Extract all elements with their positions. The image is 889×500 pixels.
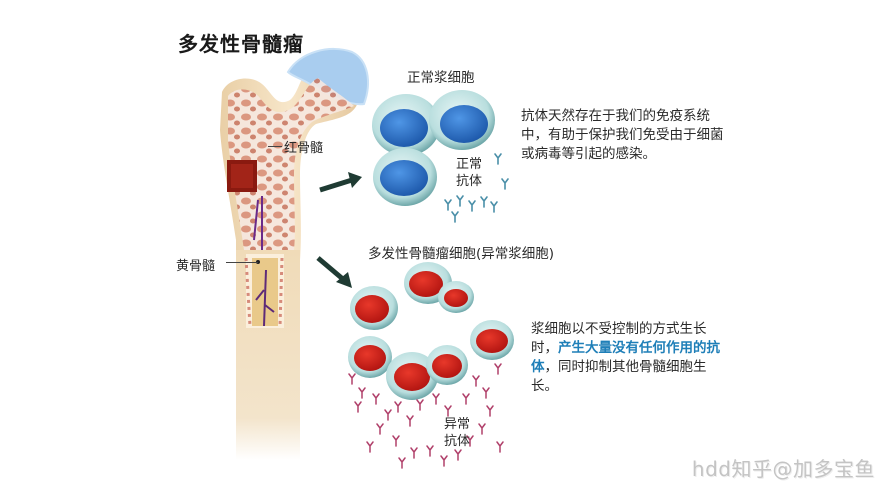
normal-antibody-label: 正常 抗体 [456,156,482,190]
abnormal-description-highlight: 产生大量没有任何作用的抗体 [531,340,720,375]
watermark: hdd知乎@加多宝鱼 [691,457,875,481]
abnormal-cells-heading: 多发性骨髓瘤细胞(异常浆细胞) [368,246,555,262]
normal-description: 抗体天然存在于我们的免疫系统中，有助于保护我们免受由于细菌或病毒等引起的感染。 [521,108,724,162]
abnormal-description: 浆细胞以不受控制的方式生长时，产生大量没有任何作用的抗体，同时抑制其他骨髓细胞生… [531,320,731,396]
abnormal-description-part2: ，同时抑制其他骨髓细胞生长。 [531,359,707,394]
abnormal-description-part1: 浆细胞以不受控制的方式生长时， [531,321,707,356]
abnormal-antibodies [348,363,504,469]
abnormal-antibody-label-line2: 抗体 [444,434,471,449]
abnormal-antibody-label-line1: 异常 [444,417,471,432]
abnormal-plasma-cells [348,262,514,400]
arrow-to-abnormal [316,256,352,288]
red-marrow-leader [268,146,282,147]
red-marrow-label: 红骨髓 [284,141,324,156]
normal-antibody-label-line1: 正常 [456,157,483,172]
yellow-marrow-leader [226,262,258,263]
bone-illustration [220,47,369,460]
normal-antibody-label-line2: 抗体 [456,174,483,189]
normal-plasma-cells [372,90,495,206]
normal-cells-heading: 正常浆细胞 [407,70,475,86]
diagram-title: 多发性骨髓瘤 [178,32,304,56]
yellow-marrow-label: 黄骨髓 [176,259,216,274]
abnormal-antibody-label: 异常 抗体 [444,416,470,450]
arrow-to-normal [319,172,362,193]
normal-antibodies [444,153,509,223]
